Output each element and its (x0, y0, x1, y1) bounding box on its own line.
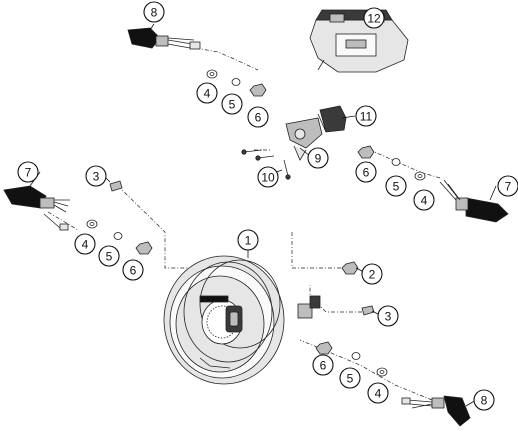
callout-circle (143, 1, 165, 23)
callout-circle (17, 161, 39, 183)
bolt-right-part (361, 305, 375, 316)
callout-label: 5 (229, 98, 236, 112)
callout-circle (98, 245, 120, 267)
lamp-holder-part (285, 117, 323, 161)
callout-c12: 12 (363, 7, 385, 29)
callout-label: 5 (393, 180, 400, 194)
callout-circle (497, 175, 518, 197)
turn-signal-left-part (3, 185, 70, 231)
callout-circle (413, 189, 435, 211)
callout-label: 3 (93, 170, 100, 184)
callout-circle (74, 233, 96, 255)
callout-label: 6 (130, 264, 137, 278)
callout-circle (339, 367, 361, 389)
callout-label: 1 (245, 234, 252, 248)
nut-part-2 (341, 261, 359, 275)
callout-c10: 10 (257, 166, 279, 188)
callout-circle (257, 166, 279, 188)
callout-label: 4 (204, 87, 211, 101)
plate-bracket-part (309, 9, 409, 73)
fastener-set-bottom (315, 341, 388, 377)
rear-lamp-part (317, 105, 347, 133)
callout-label: 7 (505, 180, 512, 194)
callout-label: 2 (369, 268, 376, 282)
housing-connector-part (297, 295, 321, 319)
callout-circle (473, 389, 495, 411)
callout-c7-left: 7 (17, 161, 39, 183)
callout-circle (361, 263, 383, 285)
callout-circle (307, 147, 329, 169)
callout-label: 9 (315, 152, 322, 166)
bolt-left-part (109, 180, 123, 192)
callout-c11: 11 (355, 105, 377, 127)
callout-circle (355, 105, 377, 127)
callout-c5-top: 5 (221, 93, 243, 115)
callout-c1: 1 (237, 229, 259, 251)
callout-c6-top: 6 (247, 106, 269, 128)
fastener-set-right (357, 145, 426, 181)
callout-c9: 9 (307, 147, 329, 169)
callout-label: 5 (106, 250, 113, 264)
callout-label: 6 (363, 166, 370, 180)
callout-circle (85, 165, 107, 187)
callout-c4-bottom: 4 (367, 382, 389, 404)
callout-label: 3 (385, 310, 392, 324)
callout-c4-top: 4 (196, 82, 218, 104)
callout-label: 10 (261, 171, 275, 185)
callout-label: 7 (25, 166, 32, 180)
callout-label: 6 (320, 359, 327, 373)
callout-circle (312, 354, 334, 376)
callout-circle (196, 82, 218, 104)
callout-label: 5 (347, 372, 354, 386)
callout-c5-bottom: 5 (339, 367, 361, 389)
callout-circle (122, 259, 144, 281)
callout-circle (221, 93, 243, 115)
callout-label: 4 (375, 387, 382, 401)
callout-circle (247, 106, 269, 128)
callout-c2: 2 (361, 263, 383, 285)
callout-c3-left: 3 (85, 165, 107, 187)
fastener-set-top (206, 69, 267, 97)
callout-label: 12 (367, 12, 381, 26)
callout-c5-right: 5 (385, 175, 407, 197)
callout-c4-left: 4 (74, 233, 96, 255)
callout-circle (367, 382, 389, 404)
callout-c7-right: 7 (497, 175, 518, 197)
connector-part-top (127, 27, 201, 50)
callout-c8-top: 8 (143, 1, 165, 23)
callout-c5-left: 5 (98, 245, 120, 267)
callout-c4-right: 4 (413, 189, 435, 211)
fastener-set-left (86, 219, 153, 255)
callout-label: 4 (82, 238, 89, 252)
callout-c3-right: 3 (377, 305, 399, 327)
callout-circle (377, 305, 399, 327)
callout-circle (363, 7, 385, 29)
callout-c6-left: 6 (122, 259, 144, 281)
callout-c8-bottom: 8 (473, 389, 495, 411)
headlight-housing-part (163, 255, 285, 385)
callout-c6-bottom: 6 (312, 354, 334, 376)
callout-label: 4 (421, 194, 428, 208)
callout-label: 8 (151, 6, 158, 20)
screw-parts (241, 149, 291, 180)
callout-label: 8 (481, 394, 488, 408)
callout-c6-right: 6 (355, 161, 377, 183)
callout-circle (385, 175, 407, 197)
callout-label: 6 (255, 111, 262, 125)
callout-circle (355, 161, 377, 183)
connector-part-bottom (401, 395, 471, 427)
turn-signal-right-part (439, 179, 509, 223)
callout-label: 11 (360, 110, 373, 124)
callout-circle (237, 229, 259, 251)
